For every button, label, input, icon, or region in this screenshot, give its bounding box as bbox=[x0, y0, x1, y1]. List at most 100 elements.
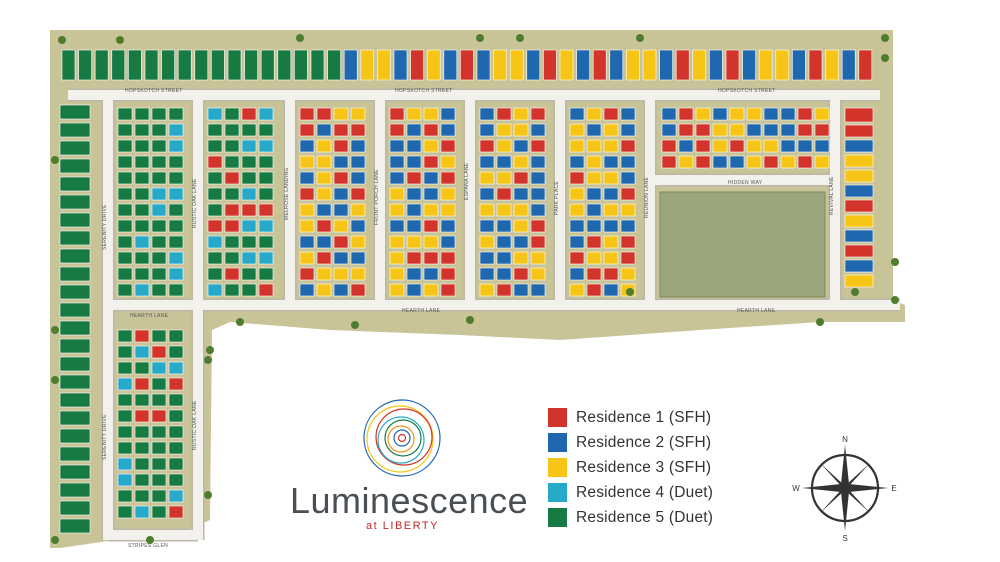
home-lot[interactable] bbox=[117, 123, 133, 137]
home-lot[interactable] bbox=[350, 267, 366, 281]
home-lot[interactable] bbox=[59, 374, 91, 390]
home-lot[interactable] bbox=[709, 49, 723, 81]
home-lot[interactable] bbox=[780, 123, 796, 137]
home-lot[interactable] bbox=[509, 49, 524, 81]
home-lot[interactable] bbox=[117, 155, 133, 169]
home-lot[interactable] bbox=[258, 139, 274, 153]
home-lot[interactable] bbox=[496, 203, 512, 217]
home-lot[interactable] bbox=[797, 155, 813, 169]
home-lot[interactable] bbox=[712, 139, 728, 153]
home-lot[interactable] bbox=[117, 139, 133, 153]
home-lot[interactable] bbox=[792, 49, 806, 81]
home-lot[interactable] bbox=[603, 235, 619, 249]
home-lot[interactable] bbox=[678, 123, 694, 137]
home-lot[interactable] bbox=[168, 155, 184, 169]
home-lot[interactable] bbox=[479, 107, 495, 121]
home-lot[interactable] bbox=[299, 139, 315, 153]
home-lot[interactable] bbox=[844, 229, 874, 243]
home-lot[interactable] bbox=[586, 235, 602, 249]
home-lot[interactable] bbox=[151, 123, 167, 137]
home-lot[interactable] bbox=[134, 235, 150, 249]
home-lot[interactable] bbox=[168, 107, 184, 121]
home-lot[interactable] bbox=[406, 235, 422, 249]
home-lot[interactable] bbox=[316, 171, 332, 185]
home-lot[interactable] bbox=[406, 123, 422, 137]
home-lot[interactable] bbox=[117, 187, 133, 201]
home-lot[interactable] bbox=[410, 49, 424, 81]
home-lot[interactable] bbox=[134, 441, 150, 455]
home-lot[interactable] bbox=[406, 187, 422, 201]
home-lot[interactable] bbox=[168, 505, 184, 519]
home-lot[interactable] bbox=[844, 184, 874, 198]
home-lot[interactable] bbox=[814, 139, 830, 153]
home-lot[interactable] bbox=[207, 123, 223, 137]
home-lot[interactable] bbox=[586, 251, 602, 265]
home-lot[interactable] bbox=[117, 219, 133, 233]
home-lot[interactable] bbox=[134, 155, 150, 169]
home-lot[interactable] bbox=[224, 283, 240, 297]
home-lot[interactable] bbox=[134, 171, 150, 185]
home-lot[interactable] bbox=[659, 49, 673, 81]
home-lot[interactable] bbox=[569, 235, 585, 249]
home-lot[interactable] bbox=[59, 104, 91, 120]
home-lot[interactable] bbox=[440, 203, 456, 217]
home-lot[interactable] bbox=[168, 393, 184, 407]
home-lot[interactable] bbox=[207, 235, 223, 249]
home-lot[interactable] bbox=[299, 283, 315, 297]
home-lot[interactable] bbox=[151, 171, 167, 185]
home-lot[interactable] bbox=[151, 473, 167, 487]
home-lot[interactable] bbox=[678, 107, 694, 121]
home-lot[interactable] bbox=[350, 123, 366, 137]
home-lot[interactable] bbox=[661, 155, 677, 169]
home-lot[interactable] bbox=[299, 155, 315, 169]
home-lot[interactable] bbox=[59, 302, 91, 318]
home-lot[interactable] bbox=[224, 123, 240, 137]
home-lot[interactable] bbox=[513, 187, 529, 201]
home-lot[interactable] bbox=[678, 155, 694, 169]
home-lot[interactable] bbox=[844, 139, 874, 153]
home-lot[interactable] bbox=[117, 267, 133, 281]
home-lot[interactable] bbox=[258, 123, 274, 137]
home-lot[interactable] bbox=[168, 283, 184, 297]
home-lot[interactable] bbox=[134, 393, 150, 407]
home-lot[interactable] bbox=[609, 49, 624, 81]
home-lot[interactable] bbox=[496, 155, 512, 169]
home-lot[interactable] bbox=[168, 123, 184, 137]
home-lot[interactable] bbox=[59, 194, 91, 210]
home-lot[interactable] bbox=[258, 187, 274, 201]
home-lot[interactable] bbox=[333, 139, 349, 153]
home-lot[interactable] bbox=[513, 219, 529, 233]
home-lot[interactable] bbox=[620, 203, 636, 217]
home-lot[interactable] bbox=[207, 107, 223, 121]
home-lot[interactable] bbox=[496, 139, 512, 153]
home-lot[interactable] bbox=[675, 49, 690, 81]
home-lot[interactable] bbox=[59, 122, 91, 138]
home-lot[interactable] bbox=[603, 171, 619, 185]
home-lot[interactable] bbox=[530, 187, 546, 201]
home-lot[interactable] bbox=[620, 219, 636, 233]
home-lot[interactable] bbox=[299, 251, 315, 265]
home-lot[interactable] bbox=[603, 139, 619, 153]
home-lot[interactable] bbox=[746, 107, 762, 121]
home-lot[interactable] bbox=[168, 377, 184, 391]
home-lot[interactable] bbox=[389, 123, 405, 137]
home-lot[interactable] bbox=[134, 123, 150, 137]
home-lot[interactable] bbox=[620, 139, 636, 153]
home-lot[interactable] bbox=[117, 489, 133, 503]
home-lot[interactable] bbox=[576, 49, 590, 81]
home-lot[interactable] bbox=[423, 107, 439, 121]
home-lot[interactable] bbox=[844, 259, 874, 273]
home-lot[interactable] bbox=[389, 235, 405, 249]
home-lot[interactable] bbox=[530, 139, 546, 153]
home-lot[interactable] bbox=[479, 139, 495, 153]
home-lot[interactable] bbox=[496, 107, 512, 121]
home-lot[interactable] bbox=[479, 219, 495, 233]
home-lot[interactable] bbox=[299, 219, 315, 233]
home-lot[interactable] bbox=[224, 235, 240, 249]
home-lot[interactable] bbox=[742, 49, 756, 81]
home-lot[interactable] bbox=[59, 464, 91, 480]
home-lot[interactable] bbox=[814, 123, 830, 137]
home-lot[interactable] bbox=[543, 49, 557, 81]
home-lot[interactable] bbox=[241, 283, 257, 297]
home-lot[interactable] bbox=[797, 139, 813, 153]
